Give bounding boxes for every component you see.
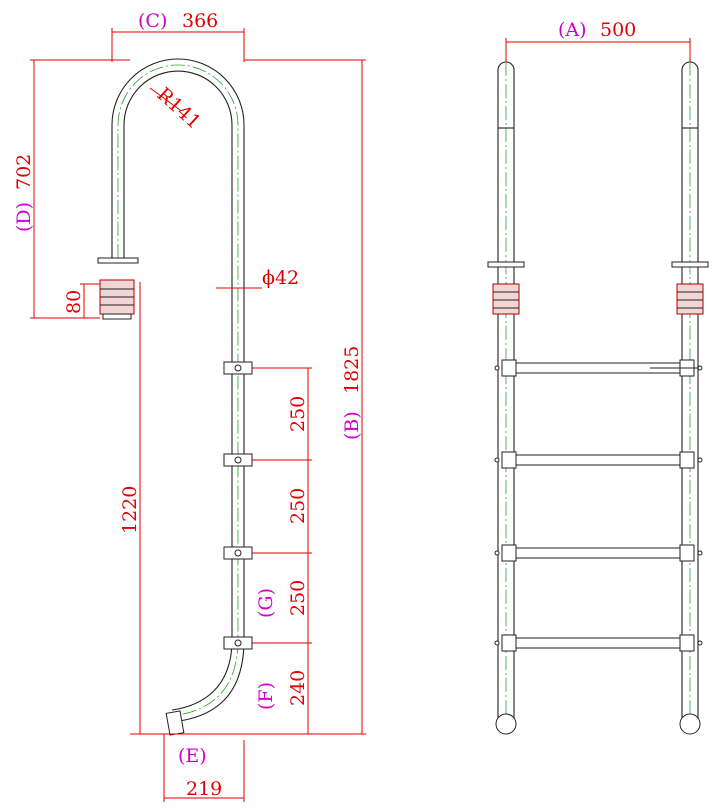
handrail-centerline xyxy=(117,64,239,717)
step-bracket-2 xyxy=(223,453,253,467)
step-bracket-4 xyxy=(223,636,253,650)
step-gap-3-tag: (G) xyxy=(255,588,277,618)
height-above-tag: (D) xyxy=(13,202,35,232)
top-width-tag: (C) xyxy=(138,10,167,32)
tread-3 xyxy=(494,544,703,562)
handrail-outer xyxy=(111,58,245,723)
escutcheon-plate xyxy=(97,257,139,264)
foot-cap xyxy=(165,710,185,736)
top-width-dimension: 366 xyxy=(182,10,218,32)
foot-width-tag: (E) xyxy=(178,745,207,767)
step-bracket-3 xyxy=(223,546,253,560)
side-view: (C) 366 R141 (D) 702 80 ϕ42 (B) 1825 122… xyxy=(13,10,366,802)
front-width-dimension: 500 xyxy=(600,19,636,41)
step-bracket-1 xyxy=(223,361,253,375)
pipe-diameter-label: ϕ42 xyxy=(262,267,299,289)
front-width-tag: (A) xyxy=(558,19,587,41)
right-anchor-socket xyxy=(676,283,704,315)
tread-1 xyxy=(494,359,703,377)
tread-2 xyxy=(494,451,703,469)
foot-width-dimension: 219 xyxy=(186,778,222,800)
total-height-dimension: 1825 xyxy=(341,346,363,394)
lower-height-dimension: 1220 xyxy=(119,486,141,534)
height-above-dimension: 702 xyxy=(13,154,35,190)
tread-4 xyxy=(494,634,703,652)
flange-height-dimension: 80 xyxy=(63,290,85,314)
left-anchor-socket xyxy=(492,283,520,315)
bottom-gap-dimension: 240 xyxy=(287,670,309,706)
bend-radius-label: R141 xyxy=(153,83,205,133)
step-gap-3-dimension: 250 xyxy=(287,580,309,616)
step-gap-1-dimension: 250 xyxy=(287,396,309,432)
handrail-inner xyxy=(123,70,233,711)
front-view: (A) 500 xyxy=(487,19,709,735)
total-height-tag: (B) xyxy=(341,411,363,440)
step-gap-2-dimension: 250 xyxy=(287,488,309,524)
bottom-gap-tag: (F) xyxy=(255,682,277,710)
